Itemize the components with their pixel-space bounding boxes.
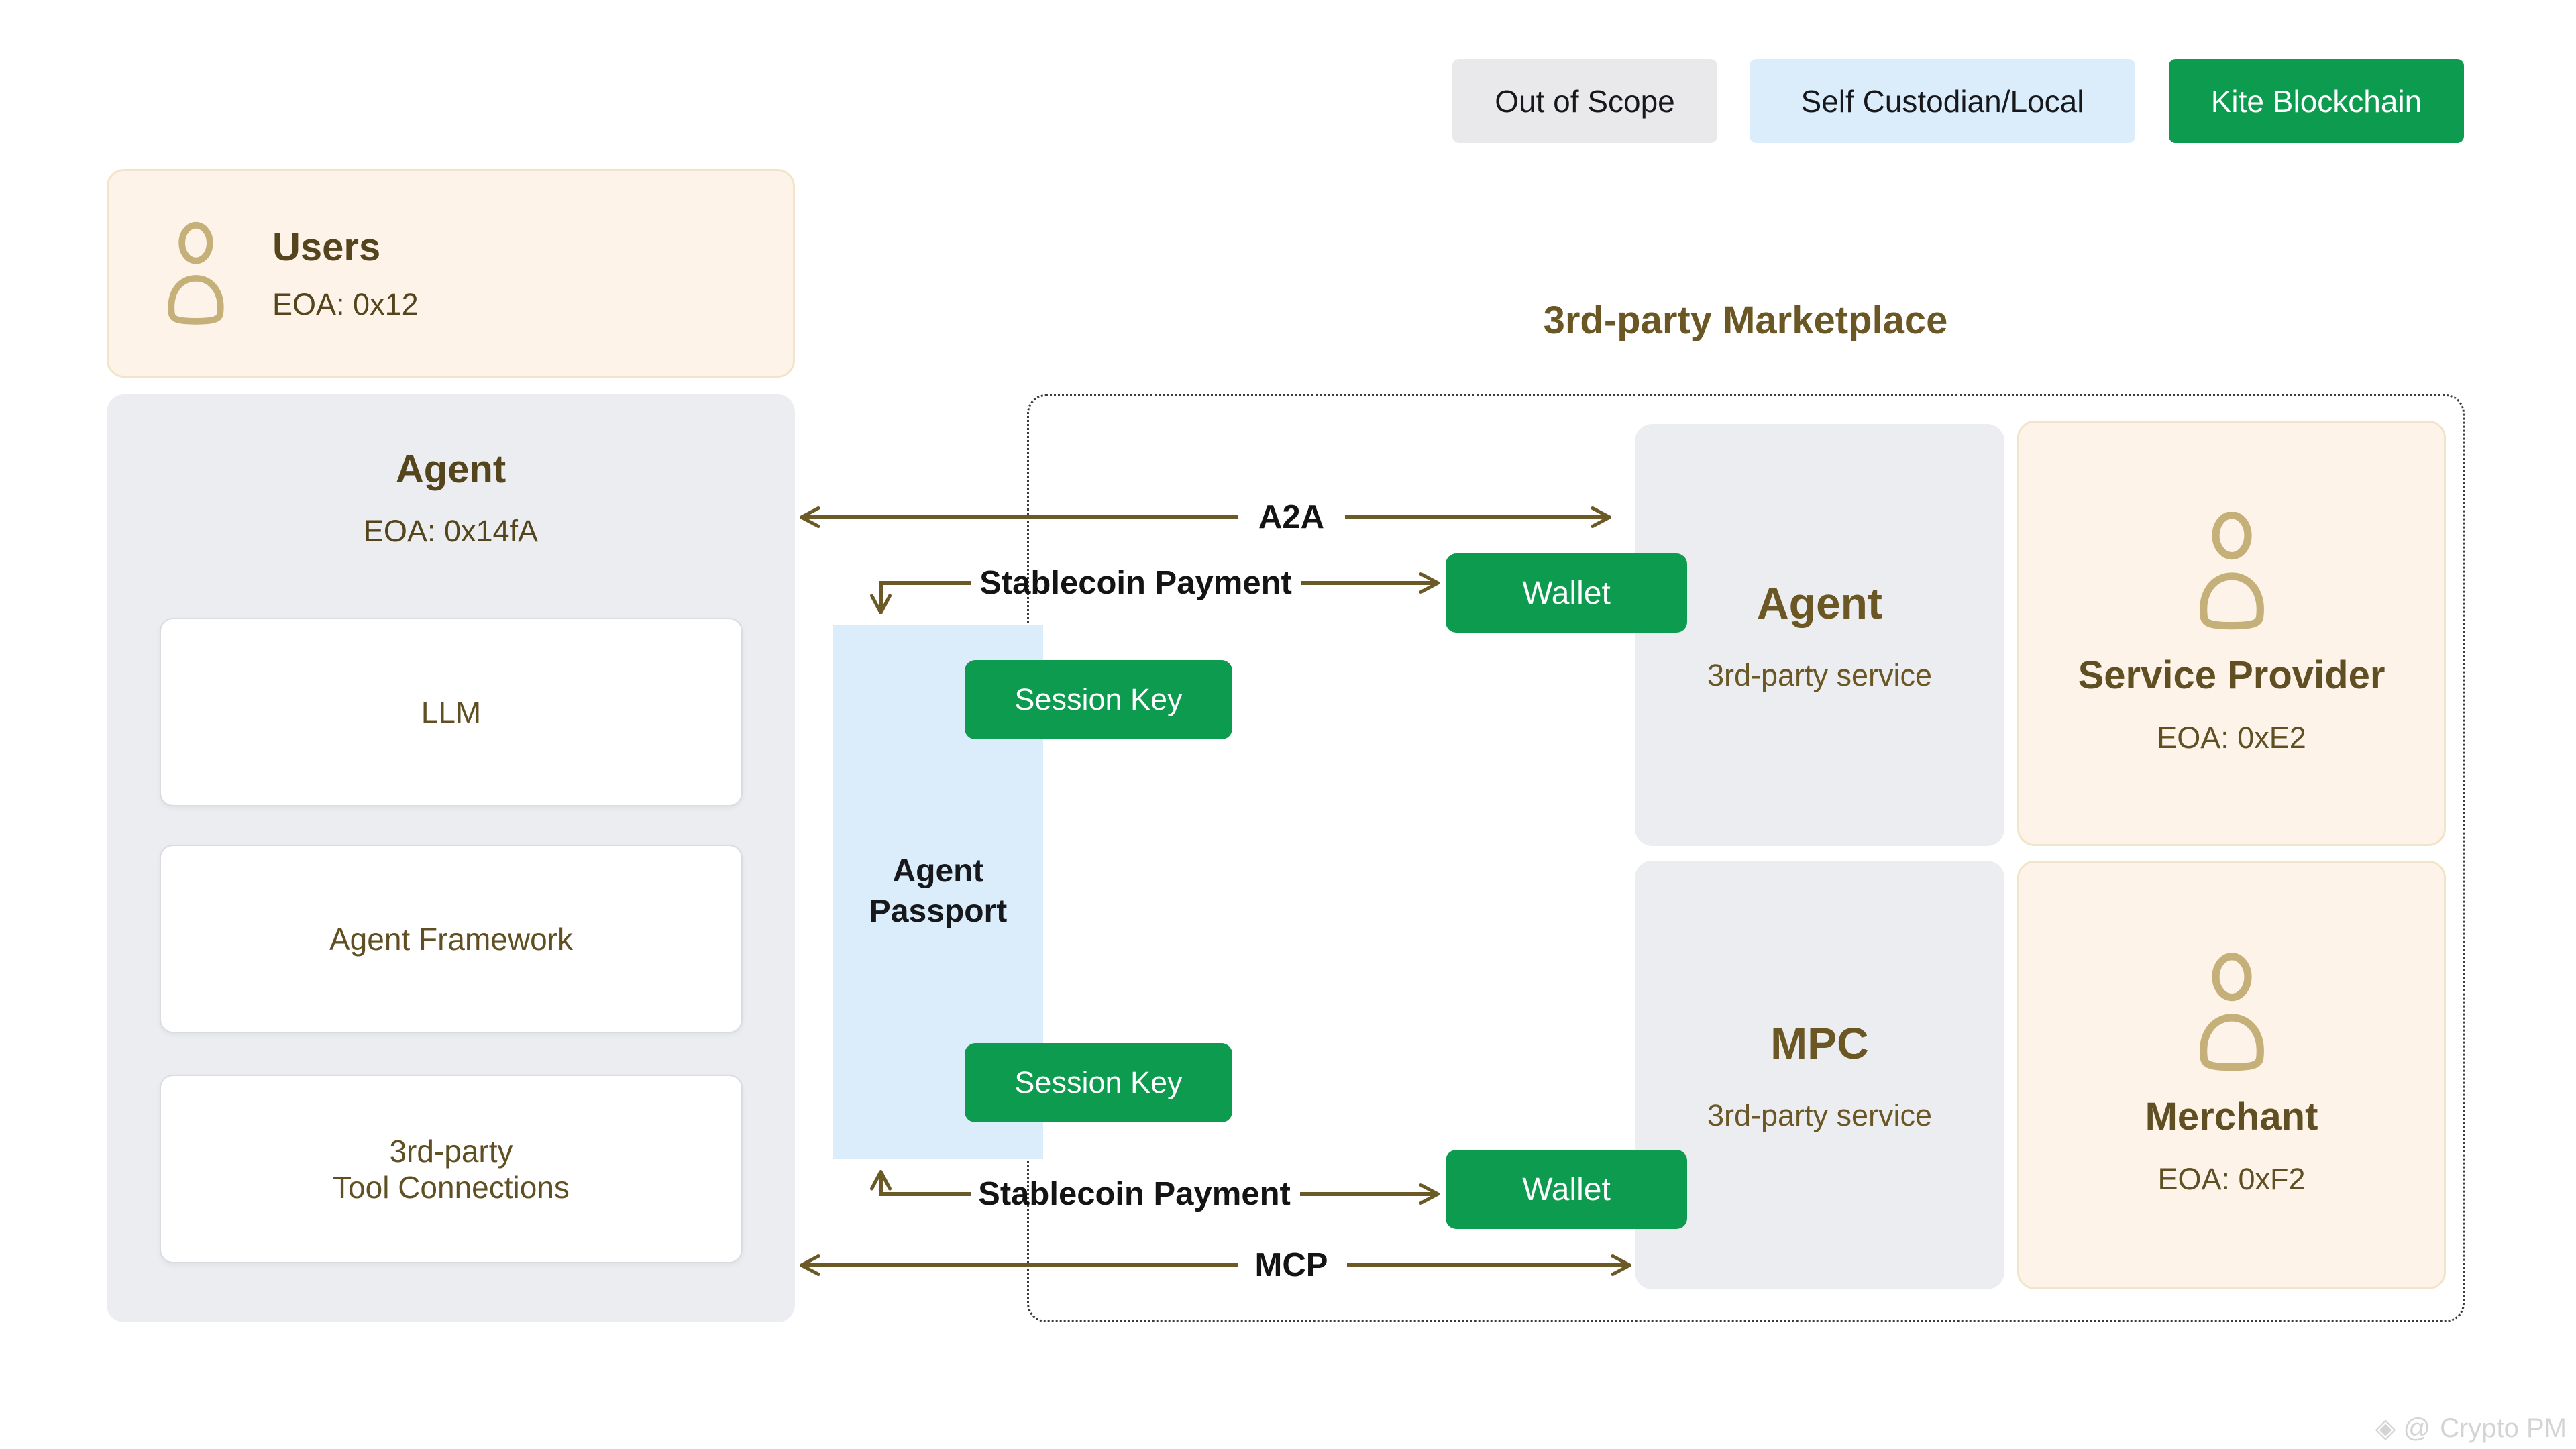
a2a-label: A2A [1258,499,1325,535]
merchant-card: Merchant EOA: 0xF2 [2017,861,2446,1289]
users-card-title: Users [272,225,381,269]
users-card-text: Users EOA: 0x12 [272,225,419,322]
marketplace-agent-title: Agent [1757,578,1882,628]
marketplace-title: 3rd-party Marketplace [1543,299,1948,342]
users-card-eoa: EOA: 0x12 [272,287,419,321]
wallet-top-button: Wallet [1446,553,1687,633]
watermark: ◈ @ Crypto PM [2375,1413,2567,1444]
session-key-bottom-button: Session Key [965,1043,1232,1122]
stablecoin-top-arrow-to-passport [869,581,971,615]
legend-label-self-custodian: Self Custodian/Local [1801,83,2084,119]
person-icon [162,213,229,334]
legend-label-out-of-scope: Out of Scope [1495,83,1675,119]
service-provider-eoa: EOA: 0xE2 [2157,720,2306,755]
agent-card-title: Agent [395,447,506,491]
merchant-title: Merchant [2145,1095,2318,1138]
marketplace-agent-subtitle: 3rd-party service [1707,657,1933,692]
merchant-eoa: EOA: 0xF2 [2157,1162,2306,1196]
legend-chip-self-custodian: Self Custodian/Local [1750,59,2135,143]
stablecoin-bottom-arrow-to-passport [869,1169,971,1196]
legend-label-kite-blockchain: Kite Blockchain [2210,83,2422,119]
component-tool-connections: 3rd-party Tool Connections [160,1075,743,1263]
component-llm: LLM [160,618,743,806]
wallet-bottom-button: Wallet [1446,1150,1687,1229]
person-icon [2193,511,2271,630]
agent-card: Agent EOA: 0x14fA LLM Agent Framework 3r… [107,394,795,1322]
legend-chip-out-of-scope: Out of Scope [1452,59,1717,143]
mpc-card: MPC 3rd-party service [1635,861,2004,1289]
session-key-top-button: Session Key [965,660,1232,739]
mcp-label: MCP [1254,1247,1328,1283]
component-agent-framework: Agent Framework [160,845,743,1033]
stablecoin-bottom-label: Stablecoin Payment [978,1176,1291,1212]
stablecoin-top-label: Stablecoin Payment [979,565,1292,601]
mpc-subtitle: 3rd-party service [1707,1097,1933,1132]
watermark-icons: ◈ @ [2375,1413,2431,1443]
users-card: Users EOA: 0x12 [107,169,795,378]
watermark-text: Crypto PM [2440,1413,2567,1443]
legend-chip-kite-blockchain: Kite Blockchain [2169,59,2464,143]
agent-card-eoa: EOA: 0x14fA [363,514,539,548]
service-provider-card: Service Provider EOA: 0xE2 [2017,421,2446,846]
marketplace-agent-card: Agent 3rd-party service [1635,424,2004,846]
service-provider-title: Service Provider [2078,653,2385,697]
person-icon [2193,953,2271,1071]
mpc-title: MPC [1770,1018,1869,1068]
